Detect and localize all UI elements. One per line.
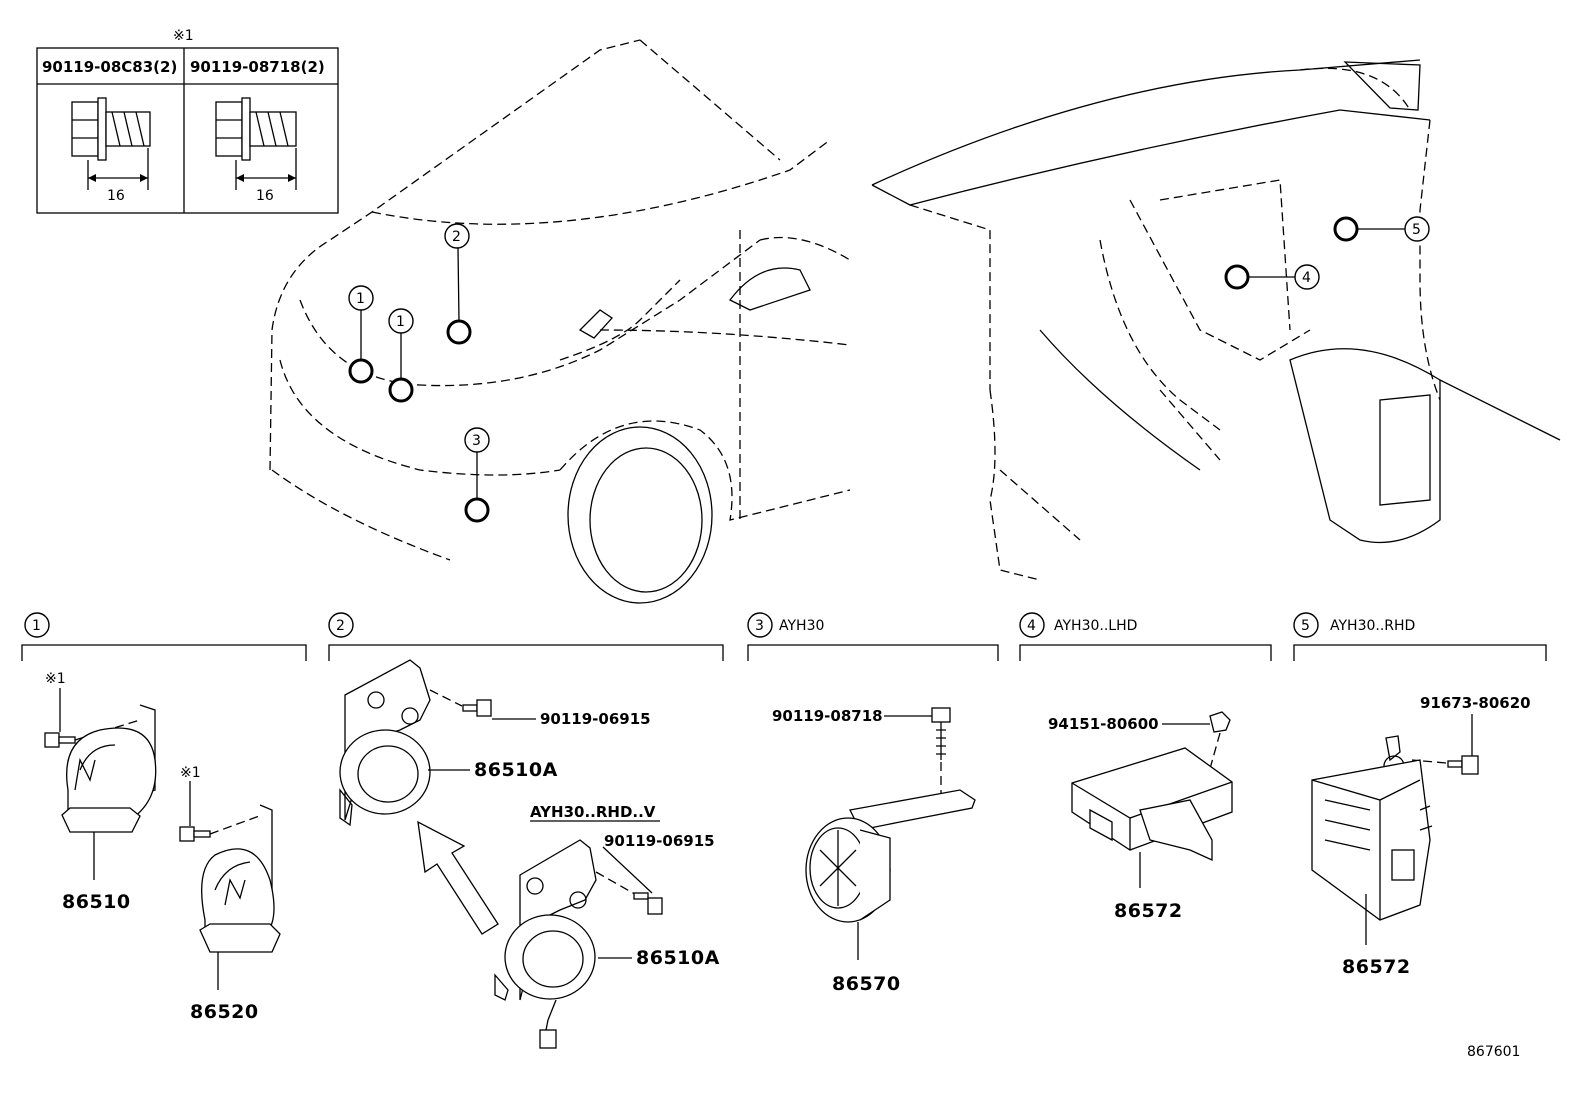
horn-bolt-a [44,732,76,748]
siren-86570 [805,789,976,923]
part-91673-80620: 91673-80620 [1420,694,1531,712]
part-86510a-b: 86510A [636,947,720,969]
variant-label: AYH30..RHD..V [530,803,656,821]
part-86570: 86570 [832,973,901,995]
section-2-num: 2 [336,618,345,634]
section-headers: 1 2 3 AYH30 4 AYH30..LHD 5 AYH30..RHD [21,612,1547,661]
horn-86510a-top [339,659,431,827]
section-3-title: AYH30 [779,618,824,634]
vehicle-callouts: 1 1 2 3 4 5 [348,216,1430,523]
bolt-90119-06915-top [462,699,492,717]
section-4-num: 4 [1027,618,1036,634]
bolt-90119-06915-bottom [633,892,663,915]
inset-part-2: 90119-08718(2) [190,58,325,76]
inset-part-1: 90119-08C83(2) [42,58,177,76]
section-4-ecu: 94151-80600 86572 [1048,711,1233,922]
horn-86510 [61,704,157,833]
section-2-horns: 90119-06915 86510A AYH30..RHD..V 90119-0… [339,659,720,1049]
part-86572-rhd: 86572 [1342,956,1411,978]
part-86510a-a: 86510A [474,759,558,781]
part-86520: 86520 [190,1001,259,1023]
vehicle-ref-3: 3 [472,433,481,449]
s1-mark-b: ※1 [180,765,201,781]
part-90119-08718: 90119-08718 [772,707,883,725]
inset-dim-2: 16 [256,188,274,204]
section-3-siren: 90119-08718 86570 [772,707,976,995]
part-86510: 86510 [62,891,131,913]
inset-dim-1: 16 [107,188,125,204]
part-86572-lhd: 86572 [1114,900,1183,922]
section-1-num: 1 [32,618,41,634]
bolt-illustration-2: 16 [215,97,297,204]
inset-mark: ※1 [173,28,194,44]
part-90119-06915-a: 90119-06915 [540,710,651,728]
part-90119-06915-b: 90119-06915 [604,832,715,850]
vehicle-ref-2: 2 [452,229,461,245]
diagram-id: 867601 [1467,1044,1520,1060]
part-94151-80600: 94151-80600 [1048,715,1159,733]
vehicle-front-view [269,39,851,604]
section-3-num: 3 [755,618,764,634]
arrow [417,820,499,935]
section-1-horns: ※1 86510 ※1 86520 [44,671,281,1023]
ecu-86572-rhd [1311,735,1433,921]
vehicle-ref-1b: 1 [396,314,405,330]
ecu-bolt [1447,755,1479,775]
vehicle-ref-4: 4 [1302,270,1311,286]
vehicle-ref-1a: 1 [356,291,365,307]
inset-fastener-table: ※1 90119-08C83(2) 90119-08718(2) 16 [36,28,339,214]
horn-bolt-b [179,826,211,842]
bolt-illustration-1: 16 [71,97,151,204]
vehicle-ref-5: 5 [1412,222,1421,238]
ecu-screw [1209,711,1231,733]
horn-86510a-bottom [494,839,597,1049]
horn-86520 [199,804,281,953]
section-5-num: 5 [1301,618,1310,634]
vehicle-interior-view [871,59,1561,581]
siren-bolt [931,707,951,760]
section-4-title: AYH30..LHD [1054,618,1137,634]
section-5-ecu: 91673-80620 86572 [1311,694,1531,978]
ecu-86572-lhd [1071,747,1233,862]
s1-mark-a: ※1 [45,671,66,687]
section-5-title: AYH30..RHD [1330,618,1415,634]
